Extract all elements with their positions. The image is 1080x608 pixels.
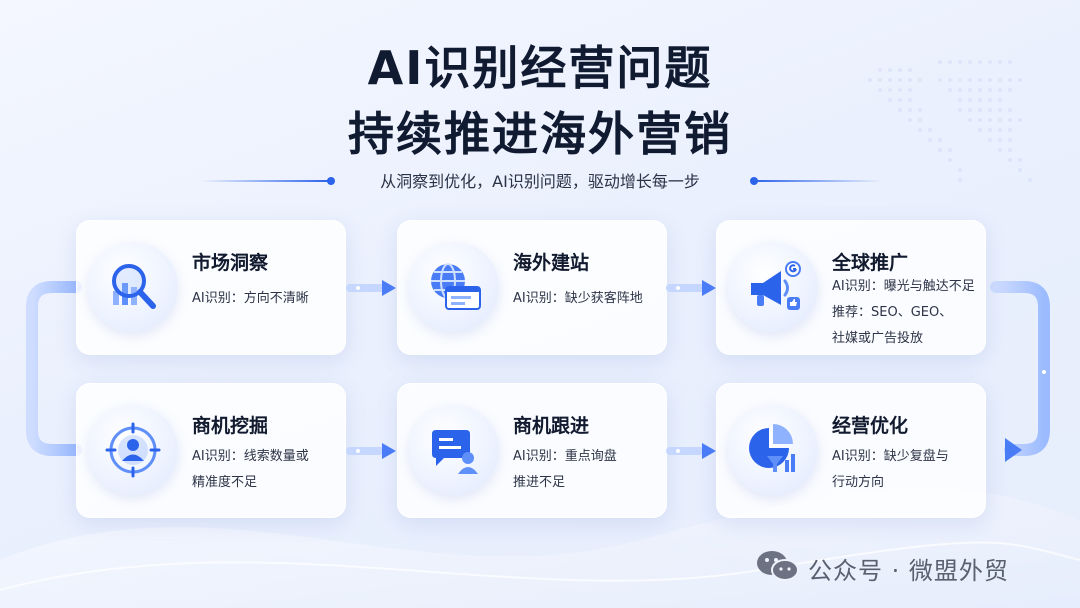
step-desc: AI识别：方向不清晰 — [192, 286, 342, 312]
step-desc-line: AI识别：缺少获客阵地 — [513, 291, 643, 306]
step-desc: AI识别：线索数量或 精准度不足 — [192, 444, 342, 496]
page-subtitle: 从洞察到优化，AI识别问题，驱动增长每一步 — [380, 172, 700, 191]
step-desc: AI识别：缺少复盘与 行动方向 — [832, 444, 982, 496]
chat-user-icon — [409, 405, 499, 495]
flow-arrow-2-3 — [666, 280, 716, 296]
magnifier-chart-icon — [88, 242, 178, 332]
world-map-dots — [868, 60, 1032, 182]
step-card-lead-followup: 商机跟进 AI识别：重点询盘 推进不足 — [397, 383, 667, 518]
pie-chart-icon — [728, 405, 818, 495]
globe-website-icon — [409, 242, 499, 332]
step-desc: AI识别：重点询盘 推进不足 — [513, 444, 663, 496]
flow-arrow-1-2 — [346, 280, 396, 296]
step-desc-line: AI识别：缺少复盘与 — [832, 449, 949, 464]
step-card-global-promotion: 全球推广 AI识别：曝光与触达不足 推荐：SEO、GEO、 社媒或广告投放 — [716, 220, 986, 355]
step-desc-line: AI识别：重点询盘 — [513, 449, 617, 464]
step-desc-line: AI识别：方向不清晰 — [192, 291, 309, 306]
flow-loop-right — [990, 281, 1050, 456]
step-desc: AI识别：曝光与触达不足 推荐：SEO、GEO、 社媒或广告投放 — [832, 274, 982, 352]
step-desc-line: AI识别：曝光与触达不足 — [832, 279, 975, 294]
step-desc-line: AI识别：线索数量或 — [192, 449, 309, 464]
watermark-text: 公众号 · 微盟外贸 — [808, 557, 1009, 585]
step-title: 全球推广 — [832, 252, 909, 274]
step-title: 海外建站 — [513, 252, 590, 274]
step-desc-line: 精准度不足 — [192, 475, 258, 490]
flow-loop-left — [26, 281, 82, 456]
step-title: 商机挖掘 — [192, 415, 269, 437]
subtitle-line-left — [200, 180, 330, 182]
megaphone-icon — [728, 242, 818, 332]
target-user-icon — [88, 405, 178, 495]
page-title-line-2: 持续推进海外营销 — [348, 107, 732, 161]
step-card-lead-mining: 商机挖掘 AI识别：线索数量或 精准度不足 — [76, 383, 346, 518]
subtitle-line-right — [752, 180, 882, 182]
flow-arrow-5-6 — [666, 443, 716, 459]
wechat-icon — [757, 551, 799, 581]
page-title-line-1: AI识别经营问题 — [367, 41, 713, 95]
subtitle-dot-left — [327, 177, 335, 185]
step-card-overseas-site: 海外建站 AI识别：缺少获客阵地 — [397, 220, 667, 355]
step-desc-line: 社媒或广告投放 — [832, 331, 924, 346]
step-title: 商机跟进 — [513, 415, 590, 437]
step-title: 经营优化 — [832, 415, 909, 437]
step-desc-line: 推进不足 — [513, 475, 566, 490]
step-card-market-insight: 市场洞察 AI识别：方向不清晰 — [76, 220, 346, 355]
step-desc-line: 行动方向 — [832, 475, 885, 490]
step-desc-line: 推荐：SEO、GEO、 — [832, 305, 953, 320]
step-desc: AI识别：缺少获客阵地 — [513, 286, 663, 312]
step-card-business-optimization: 经营优化 AI识别：缺少复盘与 行动方向 — [716, 383, 986, 518]
flow-arrow-4-5 — [346, 443, 396, 459]
step-title: 市场洞察 — [192, 252, 269, 274]
flow-loop-right-arrow — [1005, 438, 1022, 462]
